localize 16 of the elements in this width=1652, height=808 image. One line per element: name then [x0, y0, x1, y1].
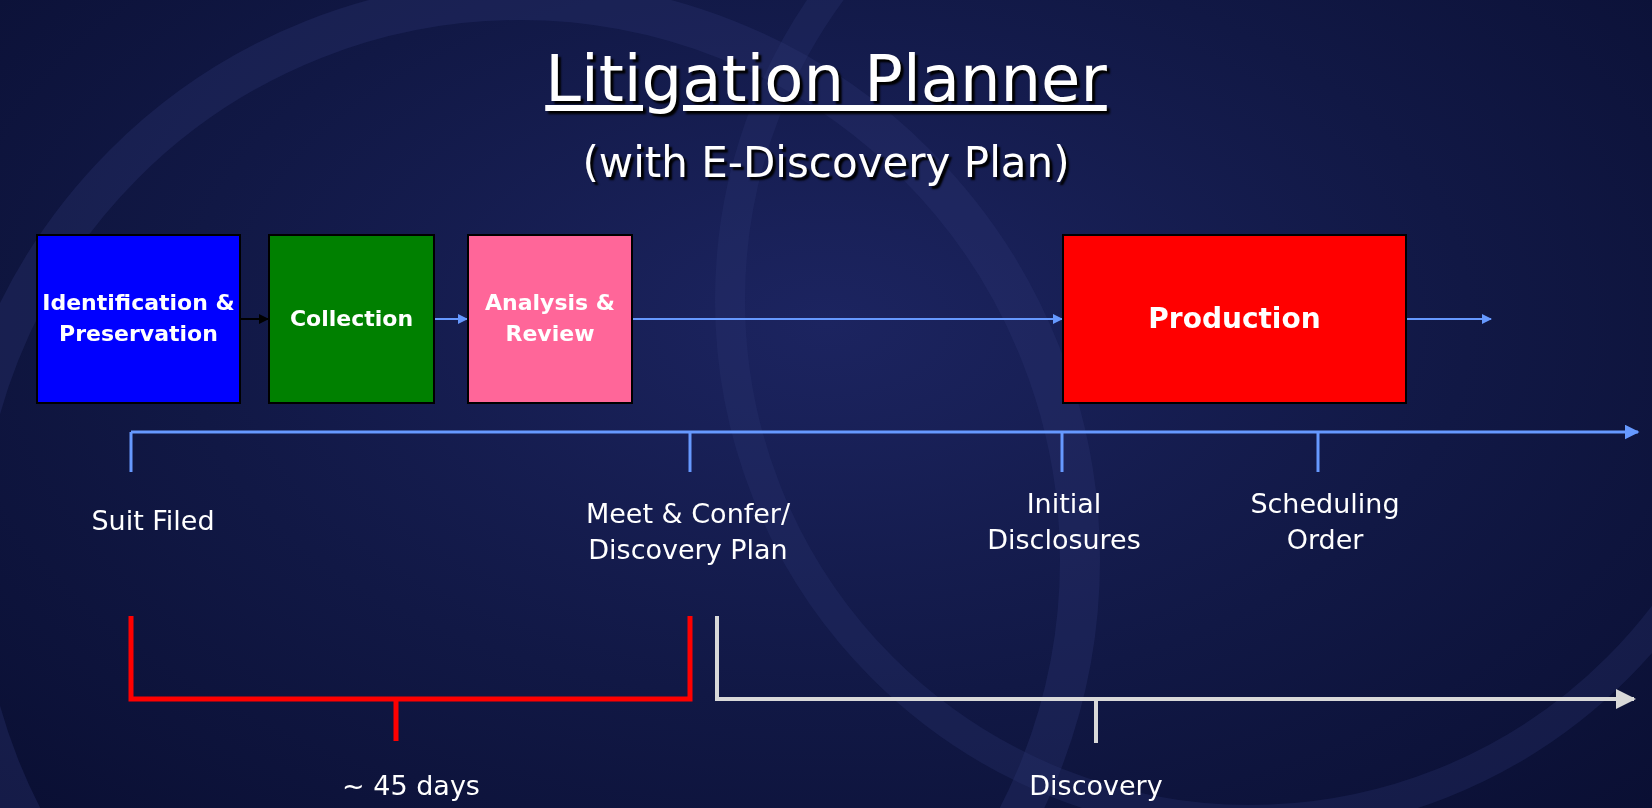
arrow	[1406, 314, 1492, 324]
duration-label: Discovery	[1029, 769, 1163, 803]
process-box: Analysis & Review	[467, 234, 633, 404]
arrow	[434, 314, 468, 324]
process-box: Collection	[268, 234, 435, 404]
subtitle: (with E-Discovery Plan)	[581, 138, 1071, 187]
tick-label: Suit Filed	[91, 504, 215, 538]
title: Litigation Planner	[544, 42, 1108, 116]
process-box: Production	[1062, 234, 1407, 404]
tick-label: Meet & Confer/ Discovery Plan	[584, 497, 792, 568]
arrow	[632, 314, 1063, 324]
duration-label: ~ 45 days	[342, 769, 480, 803]
tick-label: Initial Disclosures	[986, 487, 1142, 558]
process-box: Identification & Preservation	[36, 234, 241, 404]
tick-label: Scheduling Order	[1249, 487, 1401, 558]
arrow	[240, 314, 269, 324]
